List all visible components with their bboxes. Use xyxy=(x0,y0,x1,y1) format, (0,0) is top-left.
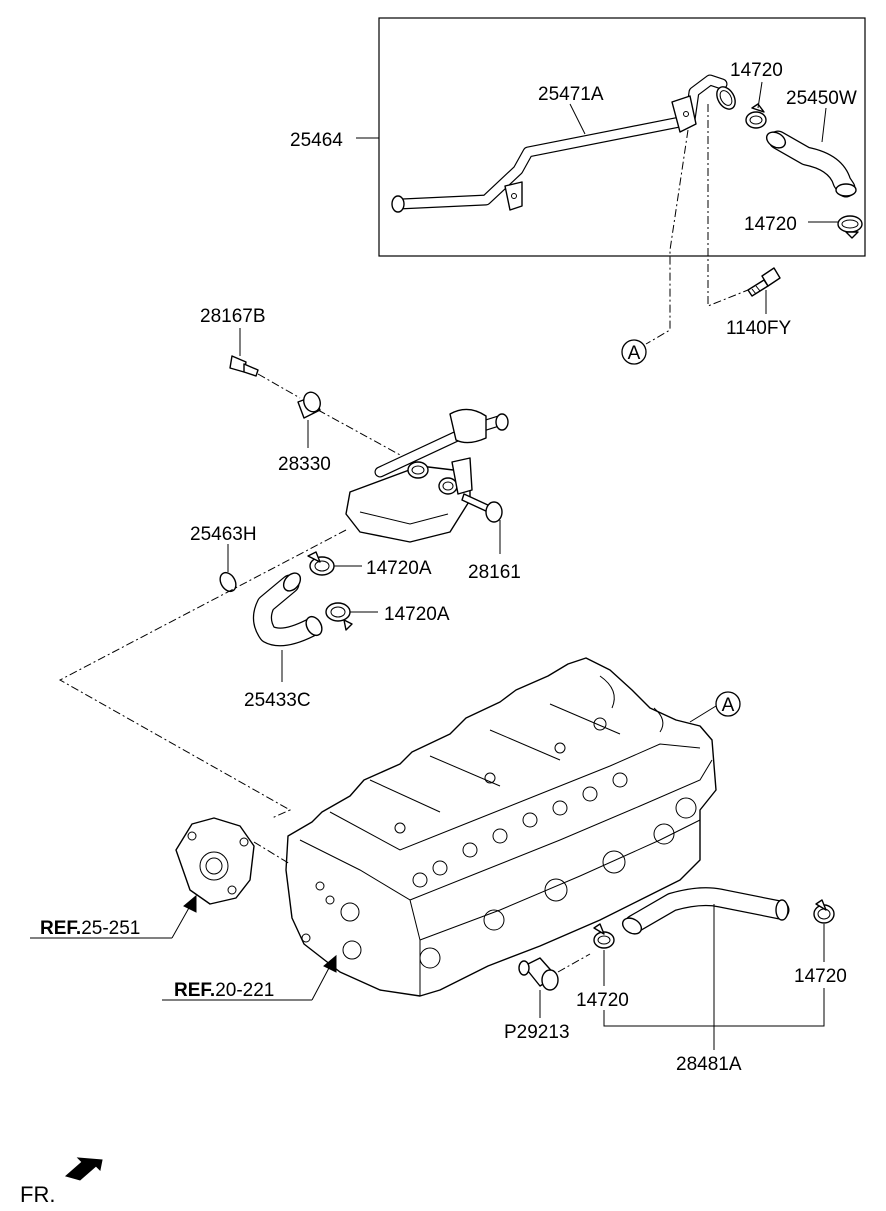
label-28330: 28330 xyxy=(278,454,331,475)
marker-A-engine xyxy=(715,691,741,717)
thermostat-housing xyxy=(175,817,255,905)
label-25433C: 25433C xyxy=(244,690,311,711)
bushing-28330[interactable] xyxy=(297,390,323,419)
label-28161: 28161 xyxy=(468,562,521,583)
label-25450W: 25450W xyxy=(786,88,857,109)
ref-20-221-label: REF.20-221 xyxy=(174,980,274,1001)
clamp-14720A-2[interactable] xyxy=(325,602,353,631)
bolt-1140FY[interactable] xyxy=(747,267,781,297)
clamp-14720-left[interactable] xyxy=(593,923,615,949)
hose-25433C[interactable] xyxy=(253,570,325,647)
fitting-P29213[interactable] xyxy=(518,957,559,991)
clamp-14720-box[interactable] xyxy=(837,215,863,239)
label-14720-right: 14720 xyxy=(794,966,847,987)
gasket-25463H[interactable] xyxy=(217,570,239,594)
label-14720-box: 14720 xyxy=(744,214,797,235)
hose-25450W[interactable] xyxy=(764,129,857,198)
label-1140FY: 1140FY xyxy=(726,318,791,339)
cylinder-head xyxy=(285,657,717,997)
label-14720-left: 14720 xyxy=(576,990,629,1011)
front-label: FR. xyxy=(20,1182,55,1207)
marker-A-top xyxy=(621,339,647,365)
clamp-14720A-1[interactable] xyxy=(307,551,335,576)
clamp-14720-top[interactable] xyxy=(745,103,767,129)
bolt-28161[interactable] xyxy=(461,493,503,523)
label-14720-top: 14720 xyxy=(730,60,783,81)
label-28481A: 28481A xyxy=(676,1054,742,1075)
ref-25-251-label: REF.25-251 xyxy=(40,918,140,939)
pipe-25471A[interactable] xyxy=(391,74,739,213)
label-14720A-1: 14720A xyxy=(366,558,432,579)
label-14720A-2: 14720A xyxy=(384,604,450,625)
ref-25-251-arrow xyxy=(30,894,197,939)
bolt-28167B[interactable] xyxy=(229,355,259,377)
label-28167B: 28167B xyxy=(200,306,266,327)
marker-A-engine-label: A xyxy=(722,695,735,716)
hose-28481A[interactable] xyxy=(620,887,790,937)
marker-A-top-label: A xyxy=(628,343,641,364)
ref-20-221-arrow xyxy=(162,954,337,1001)
label-25464: 25464 xyxy=(290,130,343,151)
clamp-14720-right[interactable] xyxy=(813,899,835,924)
water-outlet-pipe[interactable] xyxy=(345,408,509,543)
front-direction-arrow xyxy=(64,1157,103,1181)
label-P29213: P29213 xyxy=(504,1022,570,1043)
assembly-box-25464 xyxy=(378,17,866,257)
label-25471A: 25471A xyxy=(538,84,604,105)
label-25463H: 25463H xyxy=(190,524,257,545)
